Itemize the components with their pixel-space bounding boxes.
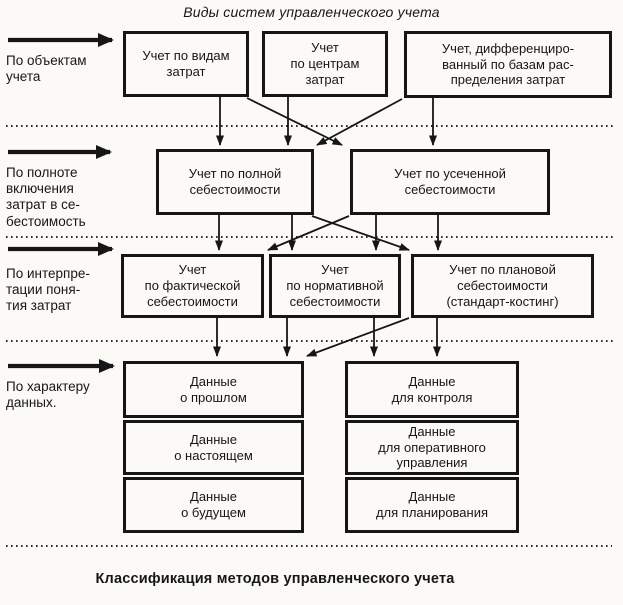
connectors-row3-row4 [213, 317, 441, 357]
node-truncated-cost: Учет по усеченной себестоимости [350, 149, 550, 215]
connector-arrow [306, 317, 410, 357]
connector-arrow [267, 215, 350, 251]
node-actual-cost: Учет по фактической себестоимости [121, 254, 264, 318]
node-future-data: Данные о будущем [123, 477, 304, 533]
category-label-objects: По объектам учета [6, 53, 87, 85]
node-by-cost-types: Учет по видам затрат [123, 31, 249, 97]
diagram-caption: Классификация методов управленческого уч… [95, 571, 455, 587]
node-normative-cost: Учет по нормативной себестоимости [269, 254, 401, 318]
node-planned-cost: Учет по плановой себестоимости (стандарт… [411, 254, 594, 318]
connector-arrow [246, 97, 343, 146]
category-label-completeness: По полноте включения затрат в се- бестои… [6, 165, 86, 229]
node-by-cost-centers: Учет по центрам затрат [262, 31, 388, 97]
category-label-interpretation: По интерпре- тации поня- тия затрат [6, 266, 90, 314]
connector-arrow [316, 98, 403, 146]
node-planning-data: Данные для планирования [345, 477, 519, 533]
section-dividers [6, 125, 616, 547]
node-present-data: Данные о настоящем [123, 420, 304, 475]
node-operational-data: Данные для оперативного управления [345, 420, 519, 475]
node-full-cost: Учет по полной себестоимости [156, 149, 314, 215]
connectors-row2-row3 [215, 215, 442, 251]
node-control-data: Данные для контроля [345, 361, 519, 418]
category-label-data-nature: По характеру данных. [6, 379, 90, 411]
node-past-data: Данные о прошлом [123, 361, 304, 418]
diagram-title: Виды систем управленческого учета [183, 4, 440, 20]
connectors-row1-row2 [216, 97, 437, 146]
category-arrows [8, 33, 115, 373]
node-by-allocation-bases: Учет, дифференциро- ванный по базам рас-… [404, 31, 612, 98]
connector-arrow [311, 215, 410, 251]
